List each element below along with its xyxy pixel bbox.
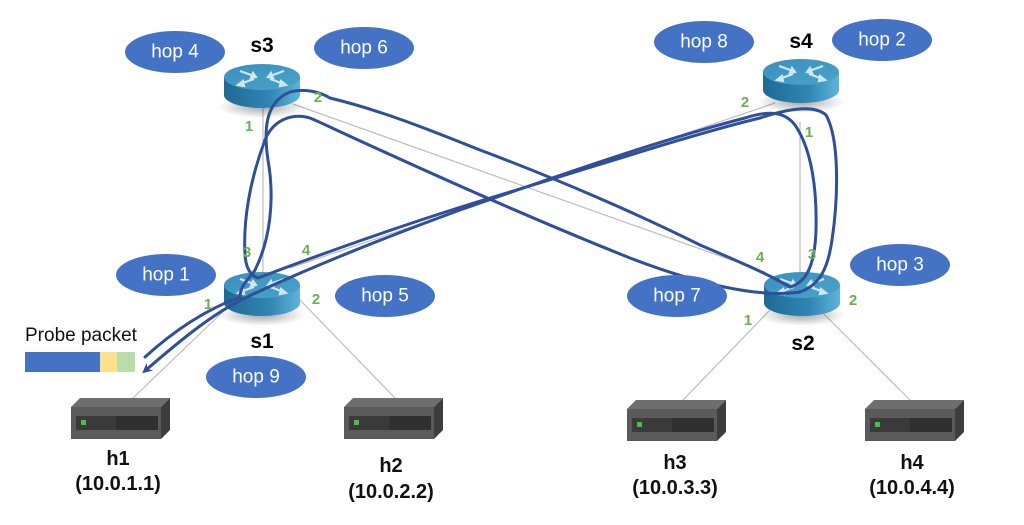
probe-path-segment (328, 96, 792, 289)
hop-label: hop 9 (232, 367, 280, 388)
hop-4: hop 4 (125, 31, 225, 73)
port-label-s2-3: 3 (808, 246, 816, 263)
port-label-s1-2: 2 (312, 291, 320, 308)
host-ip-h3: (10.0.3.3) (632, 477, 718, 499)
host-h3[interactable] (627, 400, 726, 441)
switch-icon (755, 57, 847, 115)
probe-path-segment (758, 107, 839, 294)
switch-label-s3: s3 (250, 34, 273, 57)
port-label-s2-2: 2 (849, 292, 857, 309)
host-h1[interactable] (71, 398, 170, 439)
hop-label: hop 7 (653, 286, 701, 307)
hop-8: hop 8 (654, 21, 754, 63)
port-label-s1-4: 4 (302, 242, 311, 259)
host-label-h3: h3 (663, 452, 686, 474)
hop-6: hop 6 (314, 27, 414, 69)
port-label-s2-4: 4 (756, 249, 765, 266)
host-ip-h1: (10.0.1.1) (75, 473, 161, 495)
link-s1-h1 (132, 299, 236, 399)
probe-packet-label: Probe packet (25, 325, 138, 346)
hop-label: hop 1 (142, 265, 190, 286)
host-ip-h2: (10.0.2.2) (348, 481, 434, 503)
host-label-h4: h4 (900, 452, 924, 474)
host-h4[interactable] (865, 400, 964, 441)
port-label-s4-1: 1 (805, 124, 813, 141)
port-label-s3-2: 2 (314, 89, 322, 106)
switch-s4[interactable] (755, 57, 847, 115)
port-label-s3-1: 1 (245, 118, 253, 135)
probe-packet-header-2 (117, 352, 135, 372)
probe-path-segment (243, 114, 762, 280)
host-label-h1: h1 (106, 448, 129, 470)
hop-label: hop 8 (680, 32, 728, 53)
link-s1-h2 (299, 299, 396, 399)
port-label-s1-3: 3 (243, 244, 251, 261)
switch-label-s1: s1 (250, 330, 274, 353)
server-icon (865, 400, 964, 441)
hop-label: hop 3 (876, 255, 924, 276)
hop-7: hop 7 (627, 275, 727, 317)
probe-path-segment (143, 295, 242, 359)
server-icon (344, 398, 443, 439)
probe-path-segment (308, 116, 802, 295)
hop-5: hop 5 (335, 275, 435, 317)
hop-label: hop 5 (361, 286, 409, 307)
host-ip-h4: (10.0.4.4) (869, 477, 955, 499)
hop-label: hop 2 (858, 30, 906, 51)
hop-2: hop 2 (832, 19, 932, 61)
hop-1: hop 1 (116, 254, 216, 296)
port-label-s1-1: 1 (204, 296, 212, 313)
hop-label: hop 4 (151, 42, 199, 63)
probe-packet-payload (25, 352, 100, 372)
link-s3-s2 (292, 103, 766, 273)
switch-label-s2: s2 (791, 332, 814, 355)
probe-packet-header-1 (100, 352, 117, 372)
hop-3: hop 3 (850, 244, 950, 286)
server-icon (71, 398, 170, 439)
hop-label: hop 6 (340, 38, 388, 59)
hop-9: hop 9 (206, 356, 306, 398)
port-label-s4-2: 2 (741, 94, 749, 111)
probe-path (142, 88, 839, 374)
link-s2-h4 (819, 309, 911, 401)
port-label-s2-1: 1 (744, 312, 752, 329)
server-icon (627, 400, 726, 441)
probe-path-segment (743, 111, 818, 289)
link-s2-h3 (682, 309, 771, 401)
probe-packet-legend: Probe packet (25, 325, 138, 372)
probe-path-segment (142, 116, 747, 374)
switch-label-s4: s4 (789, 30, 813, 53)
host-label-h2: h2 (379, 455, 402, 477)
host-h2[interactable] (344, 398, 443, 439)
